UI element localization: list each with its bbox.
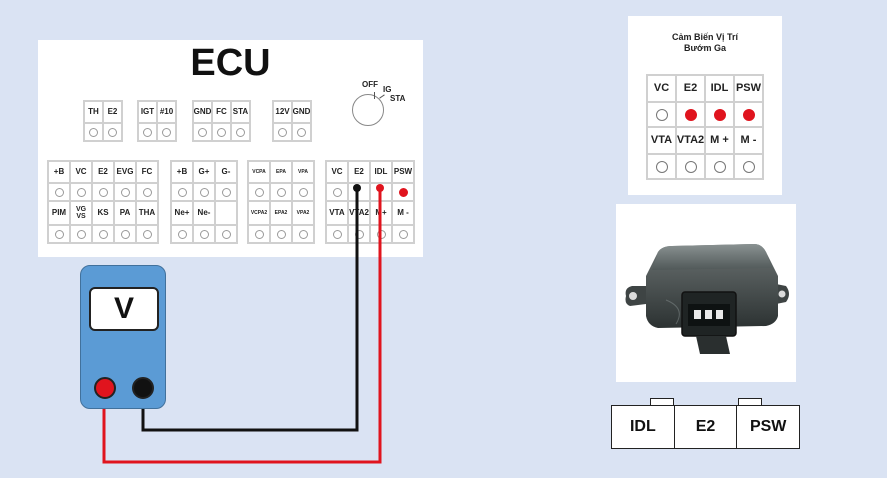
pin-socket — [215, 183, 237, 201]
tps-title-line2: Bướm Ga — [684, 43, 726, 53]
pin-label: VC — [647, 75, 676, 102]
pin-label: E2 — [348, 161, 370, 183]
red-probe-wire — [102, 188, 382, 464]
pin-socket — [103, 123, 122, 141]
pin-socket — [326, 183, 348, 201]
pin-label: PSW — [734, 75, 763, 102]
ecu-connector-gnd-fc-sta: GND FC STA — [192, 100, 251, 142]
switch-label-ig: IG — [383, 85, 392, 94]
pin-label: +B — [171, 161, 193, 183]
pin-socket — [705, 154, 734, 179]
tps-connector-grid: VC E2 IDL PSW VTA VTA2 M + M - — [646, 74, 764, 180]
pin-socket — [136, 183, 158, 201]
pin-label: KS — [92, 201, 114, 225]
pin-label: VPA2 — [292, 201, 314, 225]
pin-socket — [292, 183, 314, 201]
voltmeter-display: V — [89, 287, 159, 331]
pin-socket — [157, 123, 176, 141]
pin-socket — [392, 225, 414, 243]
pin-socket — [136, 225, 158, 243]
ecu-connector-a: +B VC E2 EVG FC PIM VG VS KS PA THA — [47, 160, 159, 244]
connector-pin-psw: PSW — [749, 418, 787, 435]
pin-label: M + — [705, 127, 734, 154]
ecu-connector-12v-gnd: 12V GND — [272, 100, 312, 142]
pin-socket — [676, 154, 705, 179]
pin-label: VTA — [647, 127, 676, 154]
connector-pin-idl: IDL — [612, 406, 675, 448]
pin-socket — [647, 102, 676, 127]
throttle-position-sensor-image — [625, 244, 789, 354]
pin-label: M - — [734, 127, 763, 154]
black-probe-tip — [353, 184, 361, 192]
ignition-switch-knob — [352, 94, 384, 126]
pin-socket-active — [734, 102, 763, 127]
pin-label: E2 — [676, 75, 705, 102]
pin-socket — [292, 123, 311, 141]
ecu-connector-igt: IGT #10 — [137, 100, 177, 142]
pin-label: STA — [231, 101, 250, 123]
pin-label: IDL — [370, 161, 392, 183]
pin-socket — [215, 225, 237, 243]
pin-label: VC — [326, 161, 348, 183]
voltmeter: V — [80, 265, 166, 409]
connector-tab-left — [650, 398, 674, 406]
switch-label-sta: STA — [390, 94, 406, 103]
pin-label: EPA — [270, 161, 292, 183]
pin-socket-active — [705, 102, 734, 127]
red-probe-tip — [376, 184, 384, 192]
pin-label: E2 — [92, 161, 114, 183]
ecu-title: ECU — [190, 42, 271, 84]
connector-pin-e2: E2 — [675, 406, 738, 448]
pin-socket — [231, 123, 250, 141]
tps-title-line1: Cảm Biến Vị Trí — [671, 32, 739, 42]
connector-tab-right — [738, 398, 762, 406]
pin-socket — [647, 154, 676, 179]
pin-socket-active — [676, 102, 705, 127]
pin-label: M - — [392, 201, 414, 225]
red-jack — [94, 377, 116, 399]
tps-sensor-photo — [616, 204, 796, 382]
pin-label: EVG — [114, 161, 136, 183]
pin-socket — [292, 225, 314, 243]
pin-socket — [734, 154, 763, 179]
pin-label: VTA — [326, 201, 348, 225]
ignition-switch-mark-off — [374, 92, 375, 99]
tps-pinout-panel: Cảm Biến Vị Trí Bướm Ga VC E2 IDL PSW VT… — [628, 16, 782, 195]
pin-label: IDL — [705, 75, 734, 102]
ecu-connector-c: VCPA EPA VPA VCPA2 EPA2 VPA2 — [247, 160, 315, 244]
pin-label: VTA2 — [676, 127, 705, 154]
switch-label-off: OFF — [362, 80, 378, 89]
black-probe-wire — [141, 188, 359, 432]
ecu-connector-b: +B G+ G- Ne+ Ne- — [170, 160, 238, 244]
black-jack — [132, 377, 154, 399]
pin-socket-psw-active — [392, 183, 414, 201]
tps-title: Cảm Biến Vị Trí Bướm Ga — [628, 32, 782, 54]
tps-3pin-connector: IDL E2 PSW — [611, 405, 800, 449]
ecu-connector-th-e2: TH E2 — [83, 100, 123, 142]
